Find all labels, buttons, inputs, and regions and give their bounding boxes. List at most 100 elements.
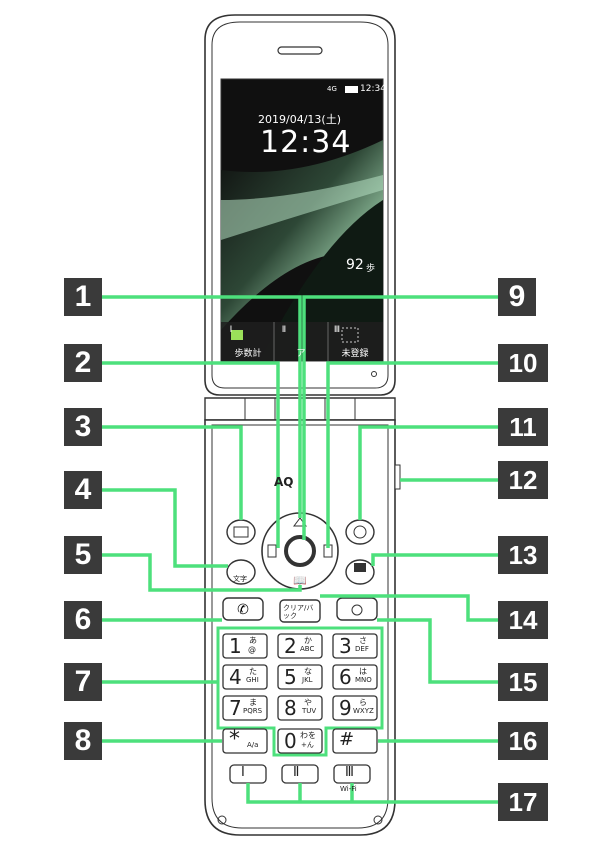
callout-5: 5 (64, 536, 102, 574)
key-1[interactable] (222, 633, 268, 659)
key-7[interactable] (222, 695, 268, 721)
key-8[interactable] (277, 695, 323, 721)
bottom-key-1-label: Ⅰ (241, 765, 245, 780)
softkey-2-num: Ⅱ (281, 325, 287, 335)
callout-11: 11 (498, 408, 548, 446)
key-0-digit: 0 (284, 729, 297, 753)
camera-icon (354, 563, 366, 572)
key-3-digit: 3 (339, 634, 352, 658)
callout-4: 4 (64, 471, 102, 509)
key-1-alpha: @ (248, 645, 256, 654)
side-button (394, 464, 401, 490)
key-9-digit: 9 (339, 696, 352, 720)
mail-icon (233, 526, 249, 538)
callout-13: 13 (498, 536, 548, 574)
key-6-kana: は (359, 667, 367, 676)
center-key[interactable] (284, 535, 316, 567)
key-1-digit: 1 (229, 634, 242, 658)
callout-9: 9 (498, 278, 536, 316)
light-sensor (371, 371, 377, 377)
moji-key-label: 文字 (233, 575, 247, 583)
bottom-key-2[interactable] (281, 764, 319, 784)
power-icon (351, 604, 363, 616)
key-9[interactable] (332, 695, 378, 721)
key-star-sub: A/a (247, 741, 259, 749)
numkey-highlight (216, 626, 384, 757)
key-6-digit: 6 (339, 665, 352, 689)
book-icon: 📖 (293, 574, 307, 587)
bottom-key-1[interactable] (229, 764, 267, 784)
key-1-kana: あ (249, 636, 257, 645)
callout-3: 3 (64, 408, 102, 446)
wifi-label: Wi-Fi (340, 785, 357, 793)
key-4-alpha: GHI (246, 676, 259, 684)
call-icon: ✆ (237, 602, 249, 618)
moji-key[interactable] (226, 559, 256, 585)
key-3-alpha: DEF (355, 645, 369, 653)
earpiece (277, 46, 323, 55)
key-4-digit: 4 (229, 665, 242, 689)
softkey-1-label: 歩数計 (234, 349, 262, 359)
step-count: 92 (346, 257, 364, 273)
callout-7: 7 (64, 663, 102, 701)
key-hash[interactable] (332, 728, 378, 754)
key-7-kana: ま (249, 698, 257, 707)
key-hash-label: # (339, 729, 355, 750)
mail-key[interactable] (226, 519, 256, 545)
callout-6: 6 (64, 601, 102, 639)
softkey-3-num: Ⅲ (333, 325, 341, 335)
callout-2: 2 (64, 344, 102, 382)
callout-10: 10 (498, 344, 548, 382)
key-6-alpha: MNO (355, 676, 372, 684)
key-8-digit: 8 (284, 696, 297, 720)
status-time: 12:34 (360, 84, 386, 94)
display-screen (220, 78, 384, 362)
web-key[interactable] (345, 519, 375, 545)
callout-8: 8 (64, 722, 102, 760)
softkey-3-label: 未登録 (341, 349, 369, 359)
key-8-kana: や (304, 698, 312, 707)
key-7-alpha: PQRS (243, 707, 263, 715)
key-7-digit: 7 (229, 696, 242, 720)
status-network: 4G (327, 85, 337, 93)
key-9-alpha: WXYZ (353, 707, 374, 715)
softkey-1-num: Ⅰ (229, 325, 233, 335)
end-key[interactable] (336, 597, 378, 621)
key-3-kana: さ (359, 636, 367, 645)
key-9-kana: ら (359, 698, 367, 707)
keypad: 📖 ✆ (222, 512, 378, 623)
callout-14: 14 (498, 601, 548, 639)
callout-15: 15 (498, 663, 548, 701)
globe-icon (353, 525, 367, 539)
clear-key-label: クリア/バック (283, 604, 314, 620)
callout-16: 16 (498, 722, 548, 760)
number-keys (222, 633, 378, 784)
screen-date: 2019/04/13(土) (258, 113, 341, 126)
callout-17: 17 (498, 783, 548, 821)
brand-logo: AQ (274, 475, 294, 489)
callout-12: 12 (498, 461, 548, 499)
key-2-kana: か (304, 636, 312, 645)
left-key-icon (267, 544, 277, 558)
callout-lines (102, 295, 498, 804)
screen-clock: 12:34 (260, 125, 352, 160)
key-5-digit: 5 (284, 665, 297, 689)
softkey-2-label: ア (296, 349, 306, 359)
key-star[interactable] (222, 728, 268, 754)
key-4-kana: た (249, 667, 257, 676)
key-0-kana: わを (300, 731, 316, 740)
key-4[interactable] (222, 664, 268, 690)
key-2-alpha: ABC (300, 645, 315, 653)
key-2[interactable] (277, 633, 323, 659)
key-0[interactable] (277, 728, 323, 754)
call-key[interactable] (222, 597, 264, 621)
key-star-label: * (229, 727, 240, 752)
key-5[interactable] (277, 664, 323, 690)
key-3[interactable] (332, 633, 378, 659)
step-unit: 歩 (366, 264, 376, 274)
clear-key[interactable] (279, 599, 321, 623)
key-6[interactable] (332, 664, 378, 690)
key-2-digit: 2 (284, 634, 297, 658)
battery-icon (345, 86, 358, 93)
